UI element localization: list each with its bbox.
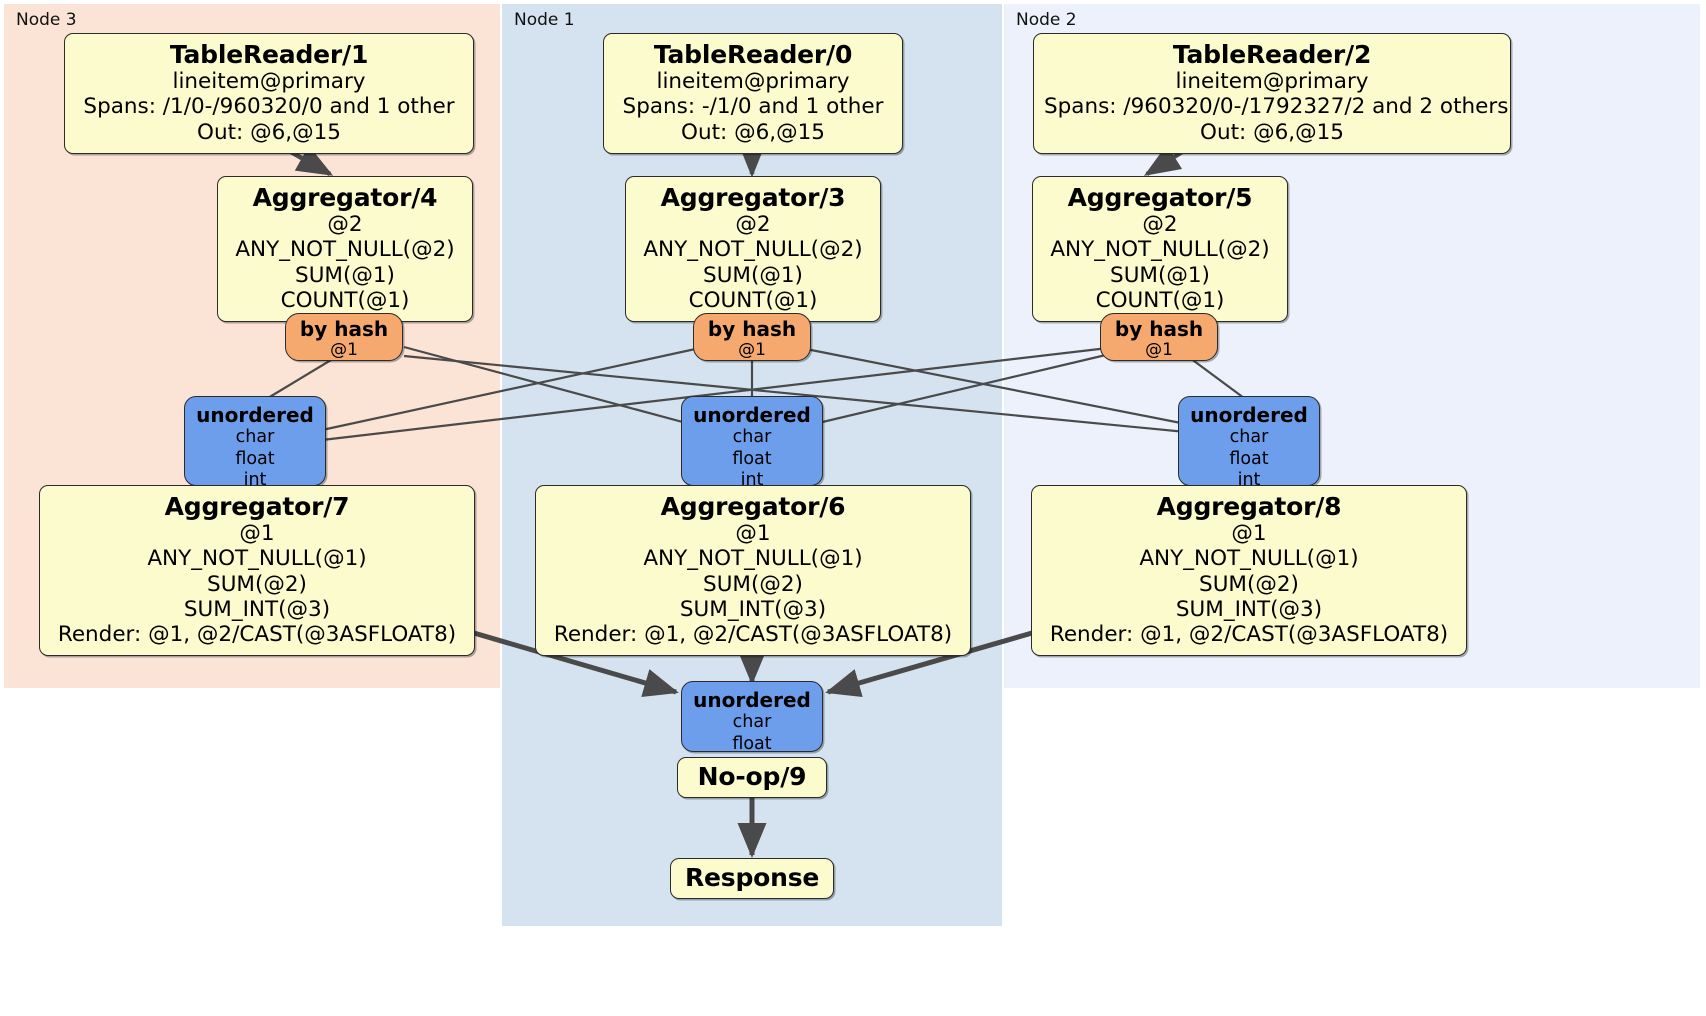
receiver-line: float (235, 448, 275, 469)
processor-table-reader-0[interactable]: TableReader/0 lineitem@primary Spans: -/… (603, 33, 903, 154)
processor-aggregator-5[interactable]: Aggregator/5 @2 ANY_NOT_NULL(@2) SUM(@1)… (1032, 176, 1288, 322)
receiver-line: char (235, 427, 275, 448)
node-panel-label-node3: Node 3 (16, 10, 77, 30)
processor-line: SUM(@2) (207, 571, 307, 597)
processor-title: Aggregator/4 (252, 183, 438, 212)
receiver-title: unordered (1190, 403, 1308, 427)
processor-line: Spans: /1/0-/960320/0 and 1 other (83, 94, 455, 120)
node-panel-label-node2: Node 2 (1016, 10, 1077, 30)
processor-line: Out: @6,@15 (681, 119, 825, 145)
processor-table-reader-1[interactable]: TableReader/1 lineitem@primary Spans: /1… (64, 33, 474, 154)
receiver-line: float (1229, 448, 1269, 469)
router-line: @1 (1145, 340, 1173, 360)
processor-line: Render: @1, @2/CAST(@3ASFLOAT8) (1049, 621, 1449, 647)
processor-aggregator-4[interactable]: Aggregator/4 @2 ANY_NOT_NULL(@2) SUM(@1)… (217, 176, 473, 322)
node-panel-label-node1: Node 1 (514, 10, 575, 30)
processor-line: @2 (735, 212, 771, 238)
processor-line: @2 (327, 212, 363, 238)
processor-title: TableReader/0 (653, 40, 853, 69)
processor-line: ANY_NOT_NULL(@2) (235, 237, 455, 263)
processor-aggregator-7[interactable]: Aggregator/7 @1 ANY_NOT_NULL(@1) SUM(@2)… (39, 485, 475, 656)
receiver-line: float (732, 448, 772, 469)
processor-aggregator-6[interactable]: Aggregator/6 @1 ANY_NOT_NULL(@1) SUM(@2)… (535, 485, 971, 656)
router-line: @1 (738, 340, 766, 360)
router-line: @1 (330, 340, 358, 360)
processor-title: Aggregator/7 (164, 492, 350, 521)
receiver-line: float (732, 733, 772, 754)
processor-line: Render: @1, @2/CAST(@3ASFLOAT8) (57, 621, 457, 647)
processor-line: SUM(@1) (703, 262, 803, 288)
processor-line: SUM_INT(@3) (183, 596, 331, 622)
processor-line: COUNT(@1) (688, 287, 818, 313)
processor-line: lineitem@primary (656, 69, 850, 95)
router-title: by hash (299, 317, 389, 341)
processor-line: SUM(@1) (1110, 262, 1210, 288)
processor-title: Aggregator/6 (660, 492, 846, 521)
processor-line: @2 (1142, 212, 1178, 238)
receiver-unordered-middle[interactable]: unordered char float int (681, 396, 823, 490)
router-by-hash-middle[interactable]: by hash @1 (693, 313, 811, 361)
receiver-line: char (732, 427, 772, 448)
processor-line: @1 (239, 521, 275, 547)
processor-title: Response (685, 863, 820, 892)
processor-title: Aggregator/3 (660, 183, 846, 212)
router-by-hash-left[interactable]: by hash @1 (285, 313, 403, 361)
processor-line: lineitem@primary (1175, 69, 1369, 95)
processor-line: ANY_NOT_NULL(@1) (643, 546, 863, 572)
router-by-hash-right[interactable]: by hash @1 (1100, 313, 1218, 361)
processor-title: TableReader/2 (1172, 40, 1372, 69)
processor-line: Spans: -/1/0 and 1 other (622, 94, 884, 120)
receiver-line: char (1229, 427, 1269, 448)
processor-line: Spans: /960320/0-/1792327/2 and 2 others (1044, 94, 1509, 120)
receiver-title: unordered (196, 403, 314, 427)
processor-title: No-op/9 (697, 762, 807, 791)
processor-line: lineitem@primary (172, 69, 366, 95)
processor-table-reader-2[interactable]: TableReader/2 lineitem@primary Spans: /9… (1033, 33, 1511, 154)
processor-line: SUM(@2) (1199, 571, 1299, 597)
receiver-title: unordered (693, 688, 811, 712)
processor-line: Out: @6,@15 (197, 119, 341, 145)
processor-title: Aggregator/5 (1067, 183, 1253, 212)
receiver-unordered-right[interactable]: unordered char float int (1178, 396, 1320, 490)
processor-line: SUM(@1) (295, 262, 395, 288)
processor-title: Aggregator/8 (1156, 492, 1342, 521)
receiver-unordered-final[interactable]: unordered char float (681, 681, 823, 754)
processor-line: @1 (1231, 521, 1267, 547)
processor-title: TableReader/1 (169, 40, 369, 69)
processor-line: ANY_NOT_NULL(@1) (147, 546, 367, 572)
processor-line: SUM(@2) (703, 571, 803, 597)
processor-line: COUNT(@1) (280, 287, 410, 313)
processor-noop-9[interactable]: No-op/9 (677, 757, 827, 799)
processor-line: SUM_INT(@3) (679, 596, 827, 622)
processor-line: ANY_NOT_NULL(@1) (1139, 546, 1359, 572)
receiver-line: char (732, 712, 772, 733)
processor-line: COUNT(@1) (1095, 287, 1225, 313)
processor-line: SUM_INT(@3) (1175, 596, 1323, 622)
processor-aggregator-3[interactable]: Aggregator/3 @2 ANY_NOT_NULL(@2) SUM(@1)… (625, 176, 881, 322)
processor-line: Out: @6,@15 (1200, 119, 1344, 145)
router-title: by hash (707, 317, 797, 341)
router-title: by hash (1114, 317, 1204, 341)
receiver-title: unordered (693, 403, 811, 427)
processor-aggregator-8[interactable]: Aggregator/8 @1 ANY_NOT_NULL(@1) SUM(@2)… (1031, 485, 1467, 656)
processor-line: Render: @1, @2/CAST(@3ASFLOAT8) (553, 621, 953, 647)
processor-line: ANY_NOT_NULL(@2) (643, 237, 863, 263)
receiver-unordered-left[interactable]: unordered char float int (184, 396, 326, 490)
processor-line: ANY_NOT_NULL(@2) (1050, 237, 1270, 263)
processor-response[interactable]: Response (670, 858, 834, 900)
processor-line: @1 (735, 521, 771, 547)
